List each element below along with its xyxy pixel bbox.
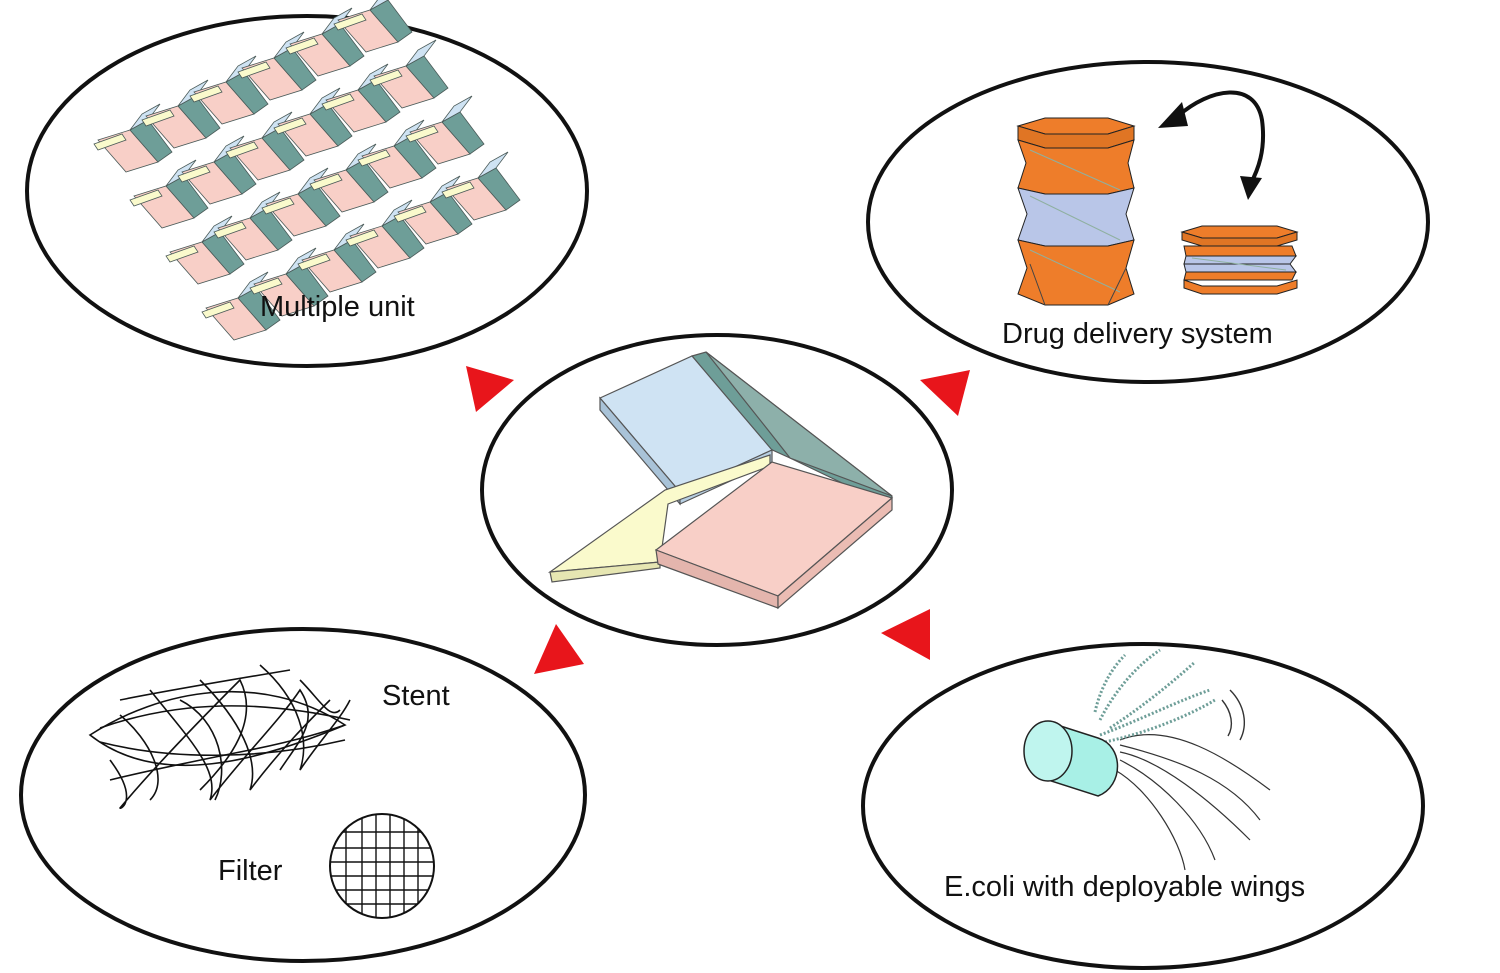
- deployable-wings-icon: [1093, 648, 1216, 744]
- hexagonal-origami-column-icon: [1016, 117, 1299, 306]
- drug-delivery-ellipse: [866, 60, 1430, 384]
- red-arrow-down-left-icon: [534, 624, 584, 674]
- stent-mesh-icon: [88, 664, 351, 809]
- red-arrow-up-right-icon: [920, 370, 970, 416]
- ecoli-bacterium-icon: [1023, 648, 1271, 871]
- multiple-unit-label: Multiple unit: [260, 291, 415, 323]
- curved-double-arrow-icon: [1158, 90, 1266, 200]
- stent-filter-ellipse: [19, 627, 587, 963]
- red-arrow-up-left-icon: [466, 366, 514, 412]
- filter-label: Filter: [218, 855, 283, 887]
- origami-tessellation-icon: [93, 0, 521, 341]
- drug-delivery-label: Drug delivery system: [1002, 318, 1273, 350]
- filter-grid-icon: [329, 813, 435, 919]
- folded-plate-unit-icon: [547, 351, 894, 610]
- stent-label: Stent: [382, 680, 450, 712]
- ecoli-label: E.coli with deployable wings: [944, 871, 1305, 903]
- red-arrow-down-right-icon: [881, 609, 930, 660]
- ecoli-ellipse: [861, 642, 1425, 970]
